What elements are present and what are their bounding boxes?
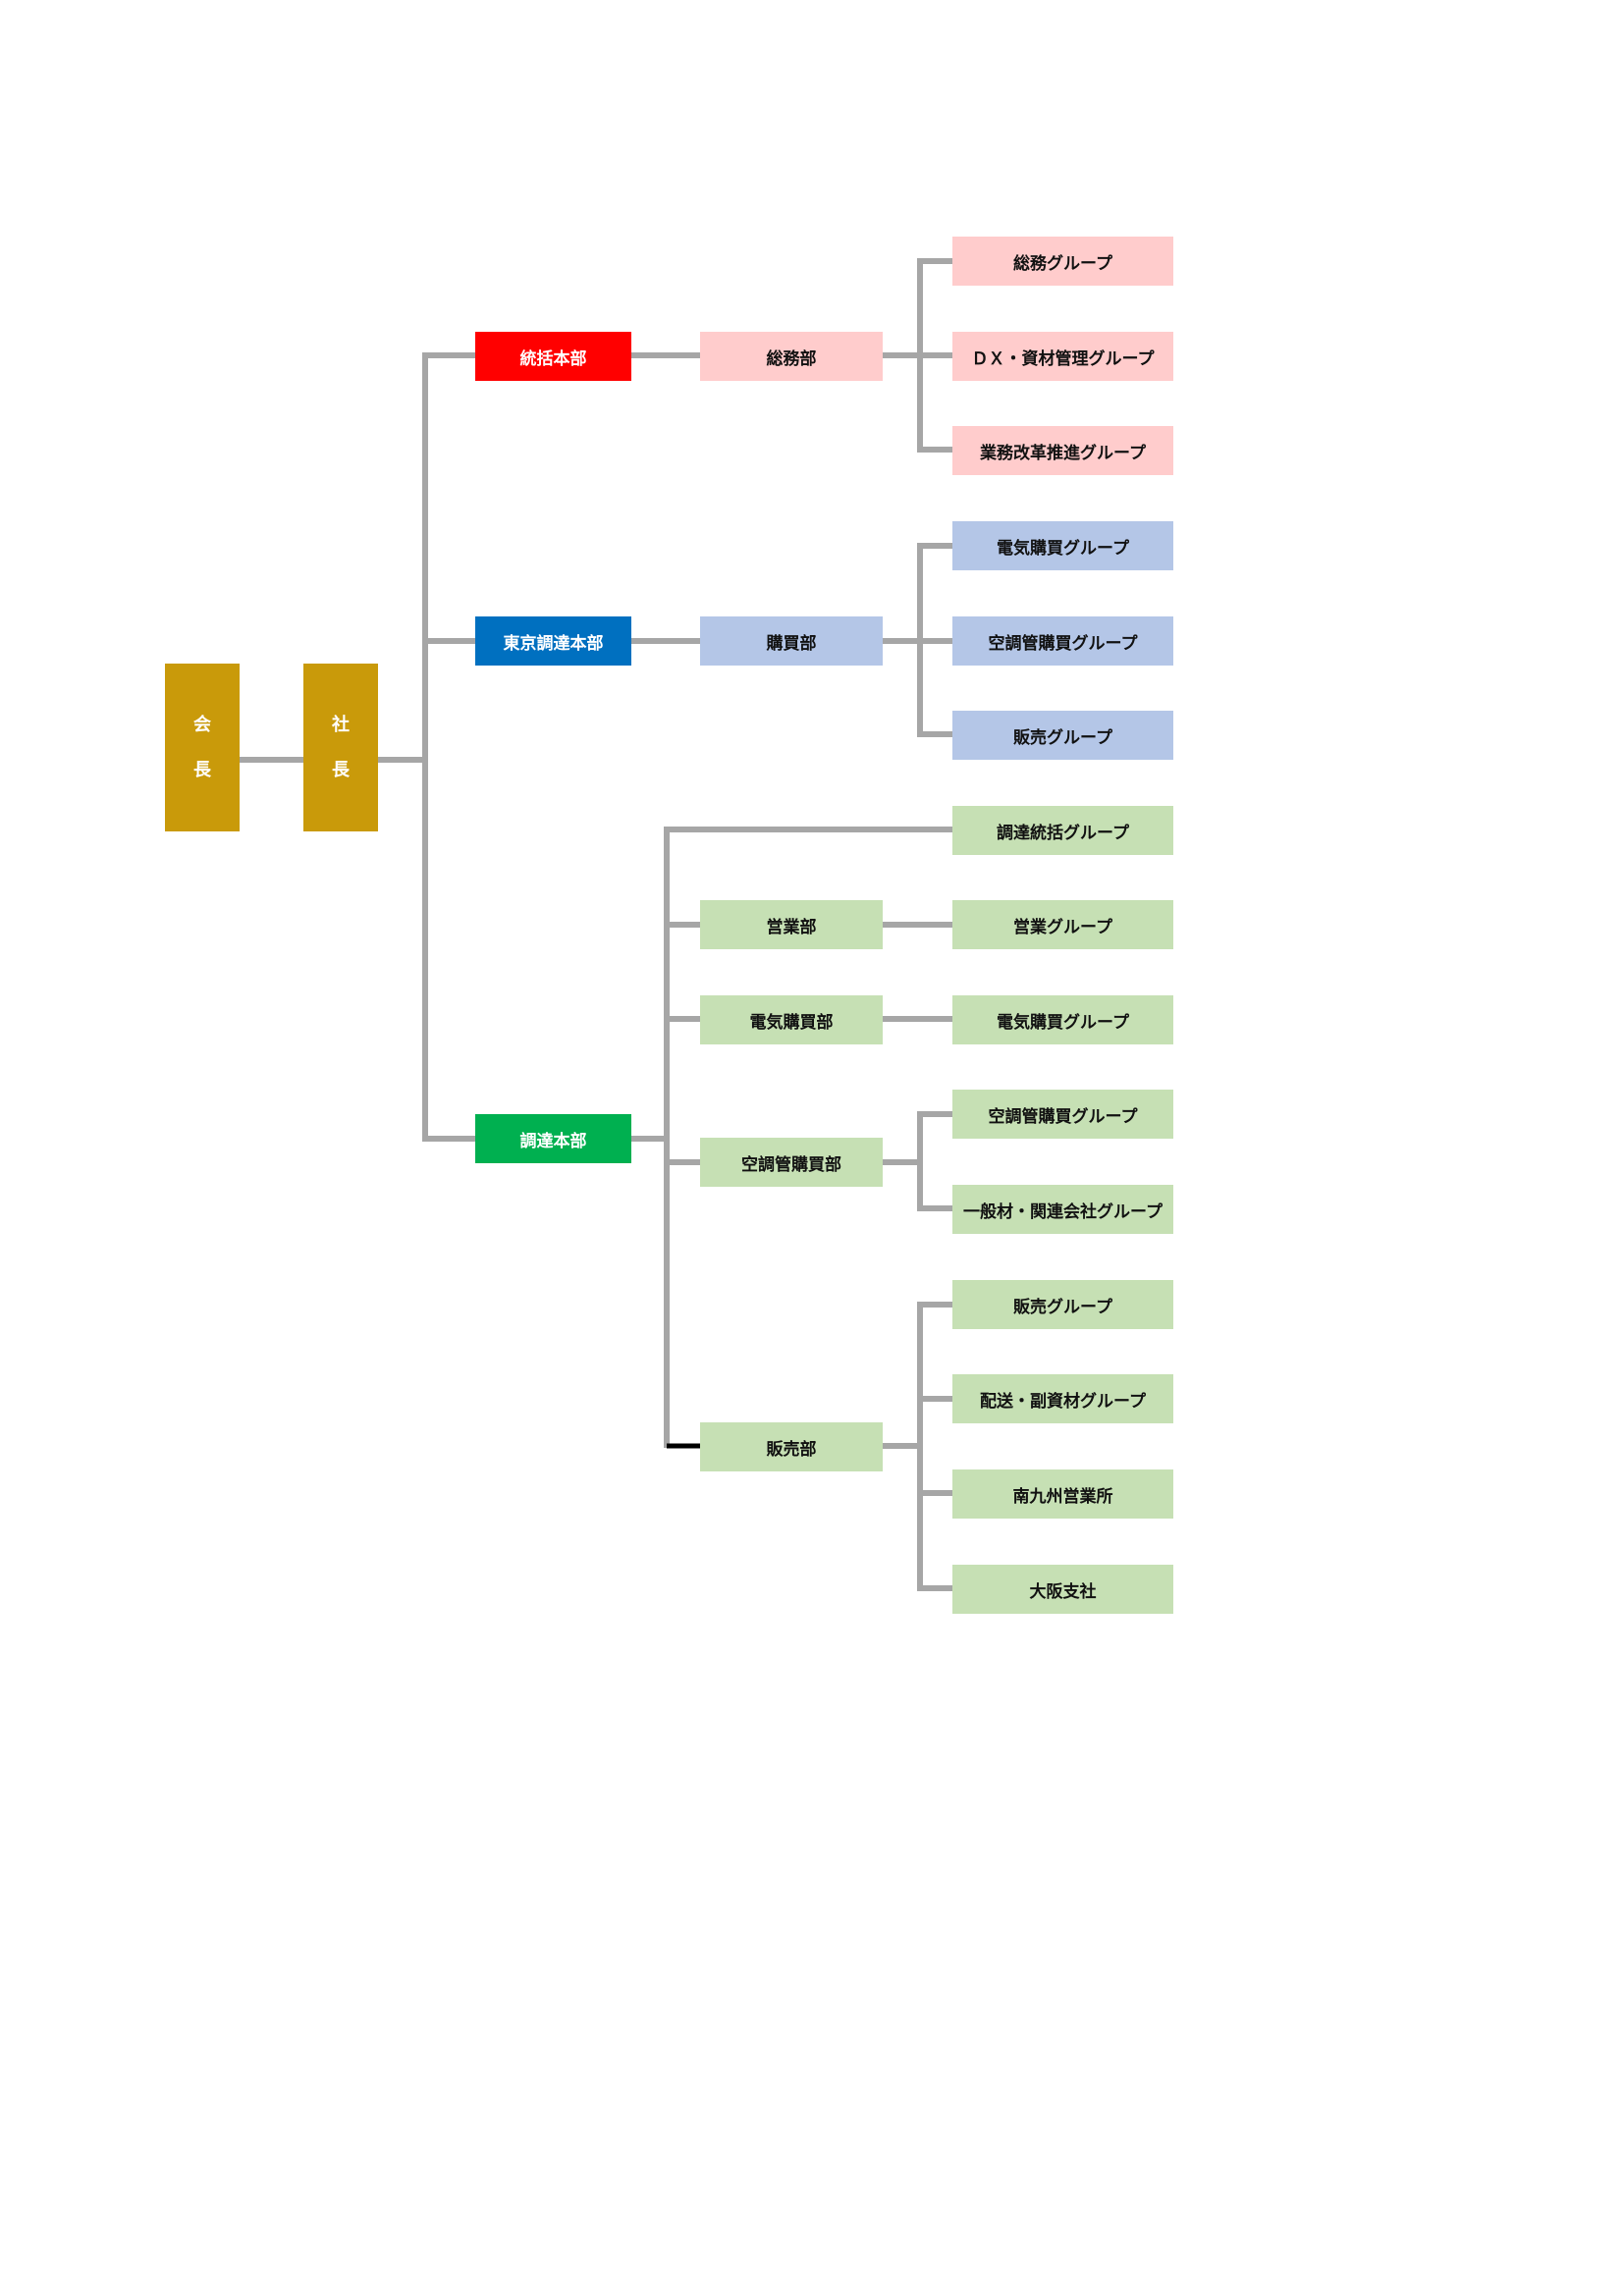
group-box: 調達統括グループ bbox=[952, 806, 1173, 855]
hq-general-box: 統括本部 bbox=[475, 332, 631, 381]
group-box: 南九州営業所 bbox=[952, 1469, 1173, 1519]
dept-aircon-box: 空調管購買部 bbox=[700, 1138, 883, 1187]
group-box: 電気購買グループ bbox=[952, 521, 1173, 570]
group-box: 空調管購買グループ bbox=[952, 1090, 1173, 1139]
group-box: 販売グループ bbox=[952, 711, 1173, 760]
dept-electrical-box: 電気購買部 bbox=[700, 995, 883, 1044]
chairman-box: 会 長 bbox=[165, 664, 240, 831]
dept-sales-box: 営業部 bbox=[700, 900, 883, 949]
dept-general-affairs-box: 総務部 bbox=[700, 332, 883, 381]
dept-purchasing-box: 購買部 bbox=[700, 616, 883, 666]
group-box: 総務グループ bbox=[952, 237, 1173, 286]
group-box: 配送・副資材グループ bbox=[952, 1374, 1173, 1423]
group-box: 電気購買グループ bbox=[952, 995, 1173, 1044]
dept-hanbai-box: 販売部 bbox=[700, 1422, 883, 1471]
group-box: 業務改革推進グループ bbox=[952, 426, 1173, 475]
group-box: 空調管購買グループ bbox=[952, 616, 1173, 666]
hq-procurement-box: 調達本部 bbox=[475, 1114, 631, 1163]
group-box: 営業グループ bbox=[952, 900, 1173, 949]
group-box: ＤＸ・資材管理グループ bbox=[952, 332, 1173, 381]
president-char-1: 社 bbox=[332, 714, 350, 735]
president-char-2: 長 bbox=[332, 759, 350, 780]
president-box: 社 長 bbox=[303, 664, 378, 831]
hq-tokyo-box: 東京調達本部 bbox=[475, 616, 631, 666]
chairman-char-1: 会 bbox=[193, 714, 211, 735]
group-box: 販売グループ bbox=[952, 1280, 1173, 1329]
group-box: 大阪支社 bbox=[952, 1565, 1173, 1614]
group-box: 一般材・関連会社グループ bbox=[952, 1185, 1173, 1234]
chairman-char-2: 長 bbox=[193, 759, 211, 780]
